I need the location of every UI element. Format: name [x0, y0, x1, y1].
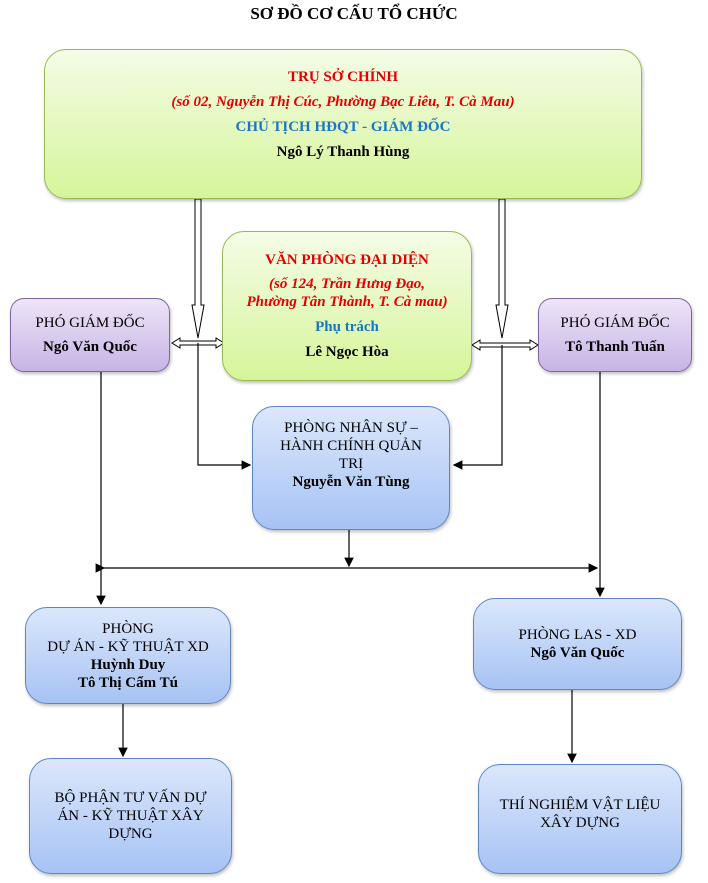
consulting-unit-box: BỘ PHẬN TƯ VẤN DỰ ÁN - KỸ THUẬT XÂY DỰNG: [29, 758, 232, 874]
las-line1: PHÒNG LAS - XD: [518, 627, 637, 643]
representative-office-box: VĂN PHÒNG ĐẠI DIỆN (số 124, Trần Hưng Đạ…: [222, 231, 472, 381]
left-to-hr-line: [197, 343, 252, 470]
consulting-line3: DỰNG: [108, 826, 153, 842]
project-person1: Huỳnh Duy: [90, 656, 166, 673]
project-line1: PHÒNG: [102, 620, 154, 637]
hr-line3: TRỊ: [338, 456, 364, 472]
hr-person: Nguyễn Văn Tùng: [292, 474, 410, 490]
hq-to-right-arrow: [495, 198, 509, 339]
rep-person: Lê Ngọc Hòa: [305, 344, 389, 360]
lab-line1: THÍ NGHIỆM VẬT LIỆU: [499, 797, 661, 813]
deputy-right-role: PHÓ GIÁM ĐỐC: [560, 315, 670, 331]
deputy-left-person: Ngô Văn Quốc: [43, 339, 137, 355]
project-line2: DỰ ÁN - KỸ THUẬT XD: [47, 638, 209, 655]
deputy-right-box: PHÓ GIÁM ĐỐC Tô Thanh Tuấn: [538, 298, 692, 372]
hq-heading: TRỤ SỞ CHÍNH: [287, 68, 399, 85]
consulting-line2: ÁN - KỸ THUẬT XÂY: [57, 808, 204, 824]
hr-line1: PHÒNG NHÂN SỰ –: [284, 420, 418, 436]
project-person2: Tô Thị Cẩm Tú: [78, 674, 178, 691]
las-person: Ngô Văn Quốc: [530, 645, 625, 661]
lab-unit-box: THÍ NGHIỆM VẬT LIỆU XÂY DỰNG: [478, 764, 682, 874]
hq-address: (số 02, Nguyễn Thị Cúc, Phường Bạc Liêu,…: [171, 93, 515, 110]
rep-address-line2: Phường Tân Thành, T. Cà mau): [246, 294, 448, 310]
right-to-hr-line: [452, 345, 503, 470]
deputy-left-role: PHÓ GIÁM ĐỐC: [35, 315, 145, 331]
deputy-right-person: Tô Thanh Tuấn: [565, 339, 665, 355]
deputy-left-box: PHÓ GIÁM ĐỐC Ngô Văn Quốc: [10, 298, 170, 372]
hq-role: CHỦ TỊCH HĐQT - GIÁM ĐỐC: [235, 118, 451, 135]
lab-line2: XÂY DỰNG: [540, 815, 620, 831]
rep-heading: VĂN PHÒNG ĐẠI DIỆN: [265, 252, 429, 268]
hr-department-box: PHÒNG NHÂN SỰ – HÀNH CHÍNH QUẢN TRỊ Nguy…: [252, 406, 450, 530]
rep-role: Phụ trách: [315, 319, 379, 335]
hq-to-left-arrow: [191, 198, 205, 339]
hq-person: Ngô Lý Thanh Hùng: [276, 143, 410, 160]
hr-line2: HÀNH CHÍNH QUẢN: [280, 438, 422, 454]
las-department-box: PHÒNG LAS - XD Ngô Văn Quốc: [473, 598, 682, 690]
rep-address-line1: (số 124, Trần Hưng Đạo,: [269, 276, 425, 292]
right-double-arrow: [471, 339, 539, 351]
consulting-line1: BỘ PHẬN TƯ VẤN DỰ: [54, 790, 207, 806]
project-department-box: PHÒNG DỰ ÁN - KỸ THUẬT XD Huỳnh Duy Tô T…: [25, 607, 231, 704]
headquarters-box: TRỤ SỞ CHÍNH (số 02, Nguyễn Thị Cúc, Phư…: [44, 49, 642, 199]
chart-title: SƠ ĐỒ CƠ CẤU TỔ CHỨC: [250, 4, 458, 23]
